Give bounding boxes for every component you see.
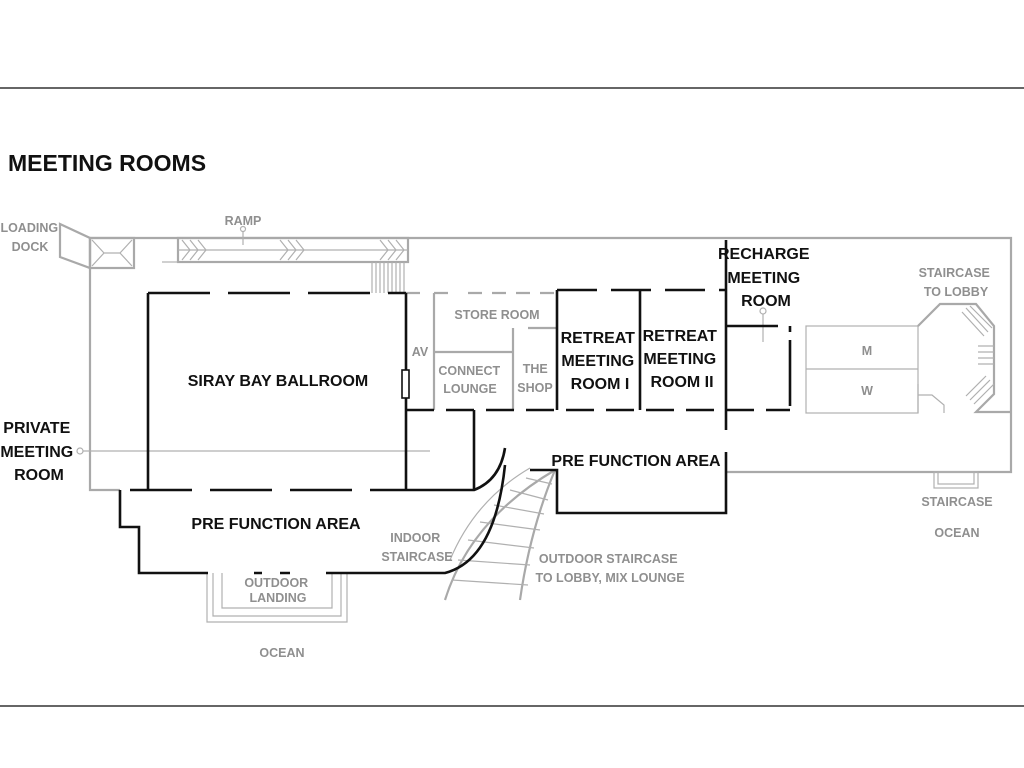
ocean-right-label: OCEAN	[934, 526, 979, 540]
page-title: MEETING ROOMS	[8, 150, 206, 176]
loading-dock-label: LOADING DOCK	[0, 221, 61, 254]
retreat-room-2-label: RETREAT MEETING ROOM II	[643, 328, 722, 391]
prefunction-left-label: PRE FUNCTION AREA	[191, 516, 361, 533]
connect-lounge-label: CONNECT LOUNGE	[438, 364, 503, 396]
staircase-to-lobby	[917, 302, 1011, 414]
ballroom-label: SIRAY BAY BALLROOM	[188, 373, 368, 390]
the-shop-label: THE SHOP	[517, 362, 552, 395]
ocean-bottom-label: OCEAN	[259, 646, 304, 660]
prefunction-right-label: PRE FUNCTION AREA	[551, 453, 721, 470]
loading-dock	[58, 222, 92, 270]
ramp-label: RAMP	[225, 214, 262, 228]
store-room-label: STORE ROOM	[454, 308, 539, 322]
building-outline	[58, 222, 1013, 623]
men-restroom-label: M	[862, 344, 872, 358]
indoor-staircase-label: INDOOR STAIRCASE	[381, 531, 452, 564]
meeting-room-walls	[118, 240, 792, 575]
retreat-room-1-label: RETREAT MEETING ROOM I	[561, 330, 640, 393]
private-meeting-room-label: PRIVATE MEETING ROOM	[0, 420, 77, 484]
outdoor-staircase-label: OUTDOOR STAIRCASE TO LOBBY, MIX LOUNGE	[535, 552, 684, 585]
staircase-to-lobby-label: STAIRCASE TO LOBBY	[919, 266, 994, 299]
staircase-label: STAIRCASE	[921, 495, 992, 509]
women-restroom-label: W	[861, 384, 873, 398]
av-label: AV	[412, 345, 429, 359]
outdoor-landing-label: OUTDOOR LANDING	[244, 576, 311, 605]
recharge-room-label: RECHARGE MEETING ROOM	[718, 246, 814, 310]
